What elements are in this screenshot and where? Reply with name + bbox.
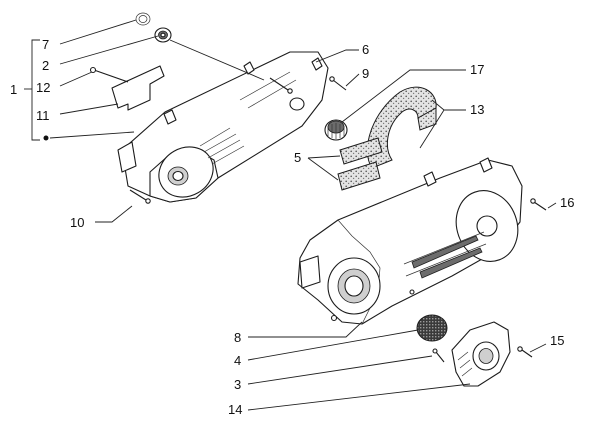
foam-pads-part (337, 137, 383, 191)
callout-12: 12 (36, 80, 50, 95)
callout-14: 14 (228, 402, 242, 417)
bullet-marker (43, 135, 49, 141)
callout-7: 7 (42, 37, 49, 52)
callout-13: 13 (470, 102, 484, 117)
screw-3-part (432, 348, 445, 363)
callout-4: 4 (234, 353, 241, 368)
callout-17: 17 (470, 62, 484, 77)
screw-6-part (269, 77, 293, 94)
callout-15: 15 (550, 333, 564, 348)
group-bracket (24, 39, 49, 141)
leader-lines (49, 19, 557, 411)
screw-9-part (329, 76, 347, 91)
upper-cover-assembly (117, 51, 329, 203)
screw-12-part (89, 66, 129, 83)
screw-15-part (517, 346, 533, 358)
callout-10: 10 (70, 215, 84, 230)
circlip-part (135, 12, 151, 26)
mesh-screen-part (416, 314, 448, 342)
callout-11: 11 (36, 108, 50, 123)
screw-10-part (129, 189, 151, 204)
air-duct-cover-part (451, 321, 511, 387)
foam-filter-ring-part (366, 86, 437, 169)
callout-16: 16 (560, 195, 574, 210)
callout-1: 1 (10, 82, 17, 97)
transmission-cover-part (297, 157, 523, 325)
callout-6: 6 (362, 42, 369, 57)
callout-5: 5 (294, 150, 301, 165)
filter-sleeve-part (324, 119, 348, 141)
screw-16-part (530, 198, 547, 211)
callout-3: 3 (234, 377, 241, 392)
bearing-part (154, 27, 172, 43)
callout-9: 9 (362, 66, 369, 81)
callout-8: 8 (234, 330, 241, 345)
callout-2: 2 (42, 58, 49, 73)
callout-labels: 1 7 2 12 11 6 9 17 13 5 10 16 8 4 3 14 1… (10, 37, 574, 417)
bracket-part (111, 65, 165, 111)
